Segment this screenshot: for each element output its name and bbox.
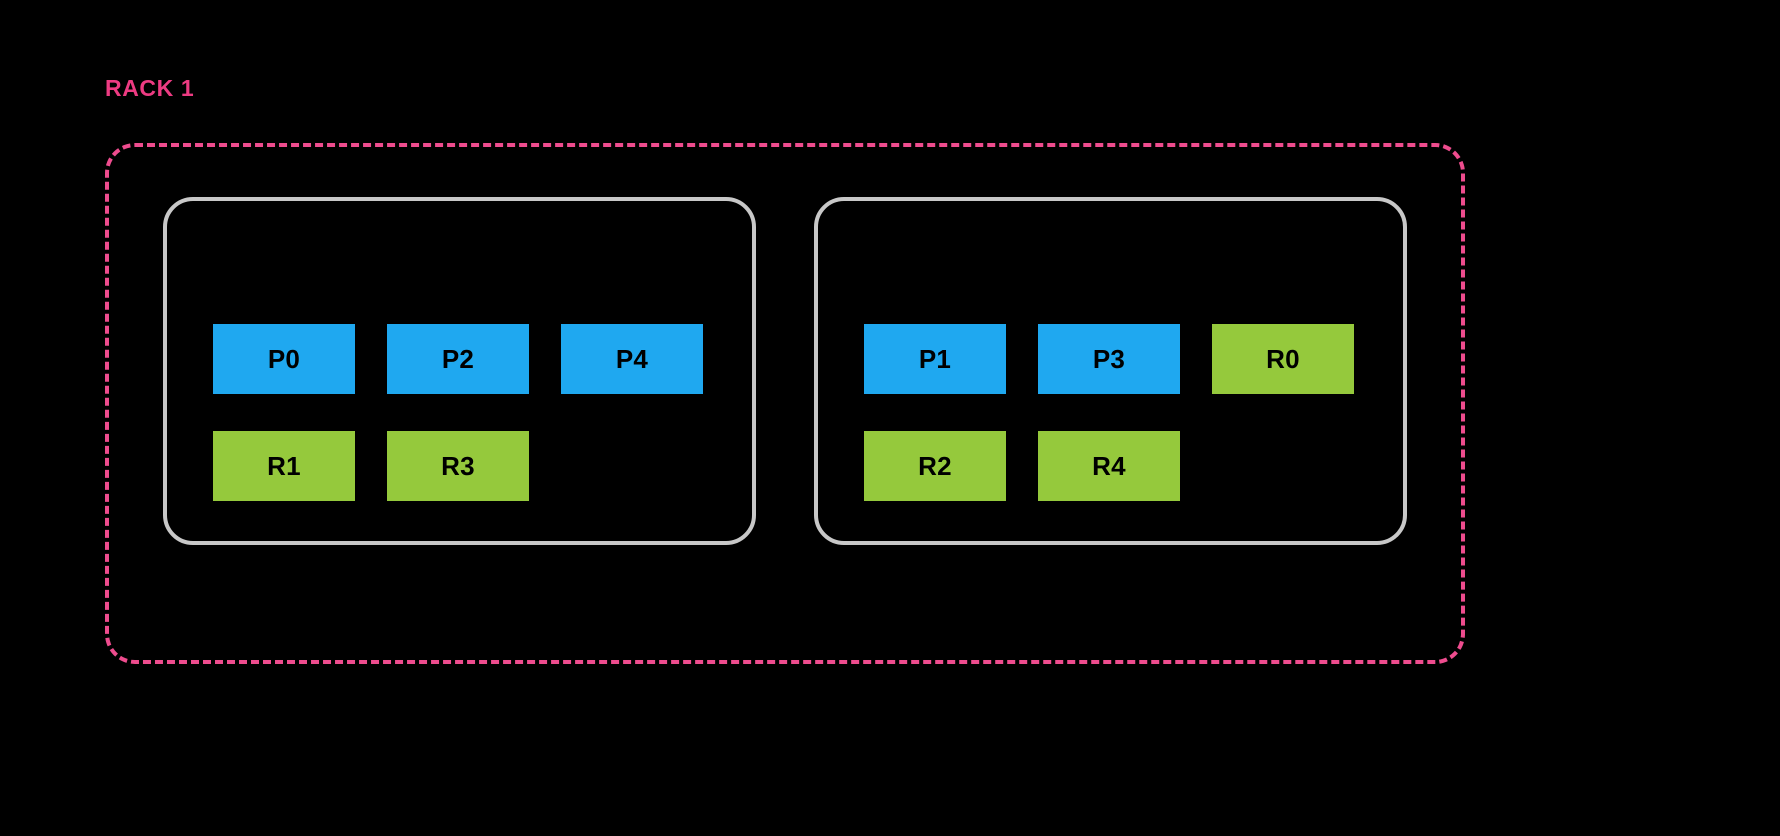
block-r2[interactable]: R2 (864, 431, 1006, 501)
block-p1[interactable]: P1 (864, 324, 1006, 394)
block-p4[interactable]: P4 (561, 324, 703, 394)
node-left-row-1: P0 P2 P4 (213, 324, 730, 394)
block-r4[interactable]: R4 (1038, 431, 1180, 501)
node-right-row-2: R2 R4 (864, 431, 1381, 501)
node-right-rows: P1 P3 R0 R2 R4 (864, 324, 1381, 501)
block-p0[interactable]: P0 (213, 324, 355, 394)
rack-label: RACK 1 (105, 75, 195, 101)
block-p3[interactable]: P3 (1038, 324, 1180, 394)
node-right-row-1: P1 P3 R0 (864, 324, 1381, 394)
rack-boundary (105, 143, 1465, 664)
block-r3[interactable]: R3 (387, 431, 529, 501)
node-left-row-2: R1 R3 (213, 431, 730, 501)
block-r1[interactable]: R1 (213, 431, 355, 501)
block-p2[interactable]: P2 (387, 324, 529, 394)
node-right: P1 P3 R0 R2 R4 (814, 197, 1407, 545)
block-r0[interactable]: R0 (1212, 324, 1354, 394)
node-left: P0 P2 P4 R1 R3 (163, 197, 756, 545)
node-left-rows: P0 P2 P4 R1 R3 (213, 324, 730, 501)
